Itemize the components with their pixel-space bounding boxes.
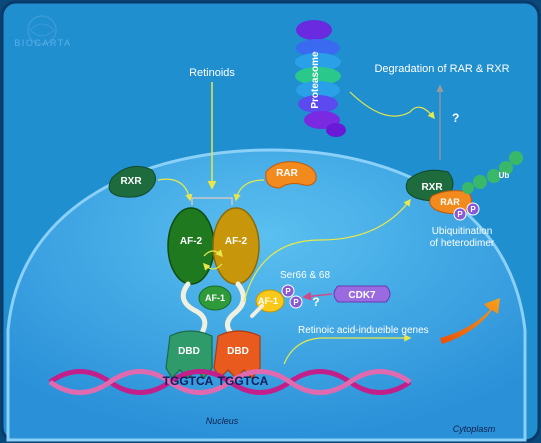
- cdk7-arrow: [302, 291, 333, 301]
- ubiquitin-chain: Ub: [462, 151, 523, 194]
- af2-right: AF-2: [212, 207, 260, 285]
- question-mid: ?: [312, 295, 319, 309]
- degradation-arrow: [349, 91, 435, 120]
- svg-text:CDK7: CDK7: [348, 290, 376, 301]
- dna-seq-right: TGGTCA: [218, 374, 269, 388]
- dbd-right: DBD: [213, 330, 261, 379]
- dimer-arrow-right: [203, 249, 223, 258]
- dimer-arrow-left: [203, 262, 223, 271]
- linker-left: [180, 281, 208, 339]
- dna-helix: [48, 369, 412, 395]
- rxr-free: RXR: [108, 165, 156, 198]
- svg-text:Ub: Ub: [499, 171, 510, 180]
- svg-text:P: P: [457, 210, 463, 219]
- svg-text:RAR: RAR: [276, 168, 298, 179]
- cdk7: CDK7: [333, 285, 391, 303]
- rar-complex: RAR: [429, 190, 472, 215]
- transcription-arrow: [283, 334, 412, 365]
- phospho-rxr-1: P: [453, 207, 467, 221]
- svg-text:AF-2: AF-2: [180, 236, 203, 247]
- dna-seq-left: TGGTCA: [163, 374, 214, 388]
- genes-label: Retinoic acid-indueible genes: [298, 325, 429, 336]
- linker-af1: [250, 304, 264, 318]
- phospho-rxr-2: P: [466, 202, 480, 216]
- nucleus-label: Nucleus: [206, 416, 239, 426]
- rar-arrow: [233, 179, 265, 202]
- svg-text:BIOCARTA: BIOCARTA: [14, 38, 71, 48]
- svg-text:P: P: [470, 205, 476, 214]
- cytoplasm-label: Cytoplasm: [453, 424, 496, 434]
- rxr-arrow: [157, 178, 193, 202]
- af2-left: AF-2: [167, 207, 215, 285]
- proteasome: Proteasome: [295, 20, 346, 137]
- ubiquitination-label-1: Ubiquitination: [432, 226, 493, 237]
- dimer-bracket: [191, 197, 233, 205]
- phospho-right: P: [289, 295, 303, 309]
- svg-text:DBD: DBD: [227, 346, 249, 357]
- svg-text:DBD: DBD: [178, 346, 200, 357]
- svg-text:P: P: [285, 287, 291, 296]
- rar-free: RAR: [265, 161, 317, 189]
- question-top: ?: [452, 111, 459, 125]
- degradation-label: Degradation of RAR & RXR: [374, 63, 509, 75]
- linker-right: [225, 281, 246, 339]
- svg-text:AF-2: AF-2: [225, 236, 248, 247]
- svg-text:P: P: [293, 298, 299, 307]
- ubiquitination-arrow: [243, 198, 411, 303]
- svg-text:RAR: RAR: [440, 197, 460, 207]
- biocarta-logo: BIOCARTA: [14, 15, 71, 48]
- phospho-left: P: [281, 284, 295, 298]
- retinoids-label: Retinoids: [189, 67, 235, 79]
- svg-text:AF-1: AF-1: [205, 293, 225, 303]
- svg-text:RXR: RXR: [421, 182, 443, 193]
- svg-text:Proteasome: Proteasome: [310, 51, 321, 109]
- svg-text:RXR: RXR: [120, 176, 142, 187]
- svg-text:AF-1: AF-1: [258, 296, 278, 306]
- dbd-left: DBD: [165, 330, 213, 379]
- af1-left: AF-1: [198, 285, 232, 311]
- ser-label: Ser66 & 68: [280, 270, 330, 281]
- export-arrow: [440, 298, 500, 344]
- ubiquitination-label-2: of heterodimer: [430, 238, 495, 249]
